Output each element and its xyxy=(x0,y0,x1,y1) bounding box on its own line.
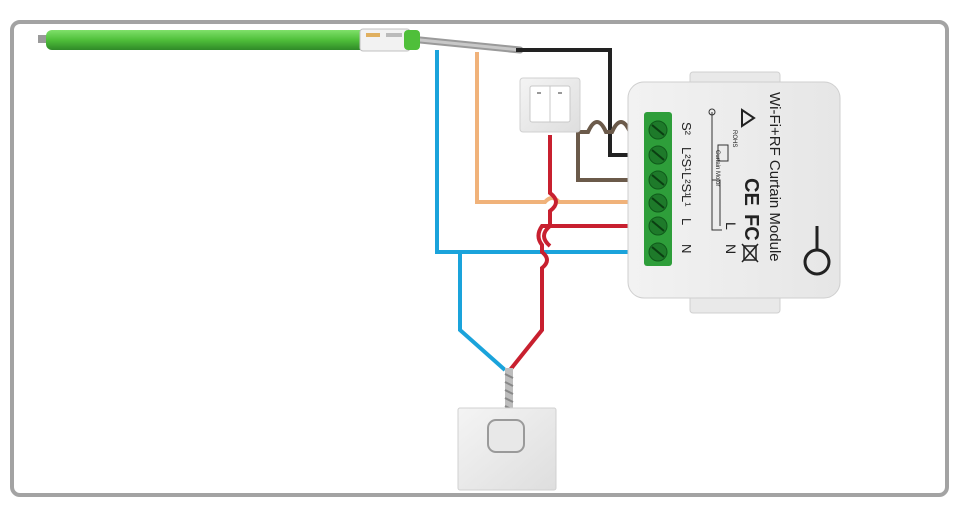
red-wire-loop xyxy=(542,224,552,248)
terminal-label: L²S¹ xyxy=(679,147,694,172)
blue-wire-switch xyxy=(458,252,507,372)
brown-wire-b xyxy=(576,130,648,182)
terminal-label: S² xyxy=(679,122,694,136)
terminal-label: L xyxy=(679,218,694,225)
terminal-screw-slot xyxy=(651,246,665,258)
tubular-motor-icon xyxy=(38,28,420,52)
ce-mark: CE xyxy=(740,178,762,206)
internal-label-n: N xyxy=(723,244,739,254)
motor-cable xyxy=(416,36,524,54)
terminal-screw-slot xyxy=(651,124,665,136)
internal-label-group: L N xyxy=(723,222,739,254)
terminal-screw-slot xyxy=(651,220,665,232)
module-title: Wi-Fi+RF Curtain Module xyxy=(766,92,783,262)
orange-wire xyxy=(475,52,648,204)
rohs-mark: ROHS xyxy=(731,130,737,147)
circuit-schematic xyxy=(708,108,729,231)
circuit-label: Curtain Motor xyxy=(714,150,720,186)
blue-wire xyxy=(435,50,648,254)
internal-label-l: L xyxy=(723,222,739,230)
fc-mark: FC xyxy=(740,214,762,241)
curtain-module-icon xyxy=(627,71,841,314)
push-button-switch-icon xyxy=(457,368,557,491)
terminal-screw-slot xyxy=(651,197,665,209)
terminal-screw-slot xyxy=(651,149,665,161)
double-rocker-switch-icon xyxy=(519,77,581,133)
warning-triangle-icon xyxy=(741,108,756,128)
terminal-screw-slot xyxy=(651,174,665,186)
terminal-label: L²S¹ xyxy=(679,172,694,197)
red-wire xyxy=(548,135,648,228)
terminal-screws xyxy=(648,120,668,262)
terminal-label: L¹ xyxy=(679,195,694,207)
terminal-label: N xyxy=(679,244,694,253)
setup-ring-icon xyxy=(803,226,831,276)
red-wire-switch xyxy=(508,224,550,372)
weee-bin-icon xyxy=(741,243,759,263)
brown-wire-a xyxy=(578,120,648,134)
